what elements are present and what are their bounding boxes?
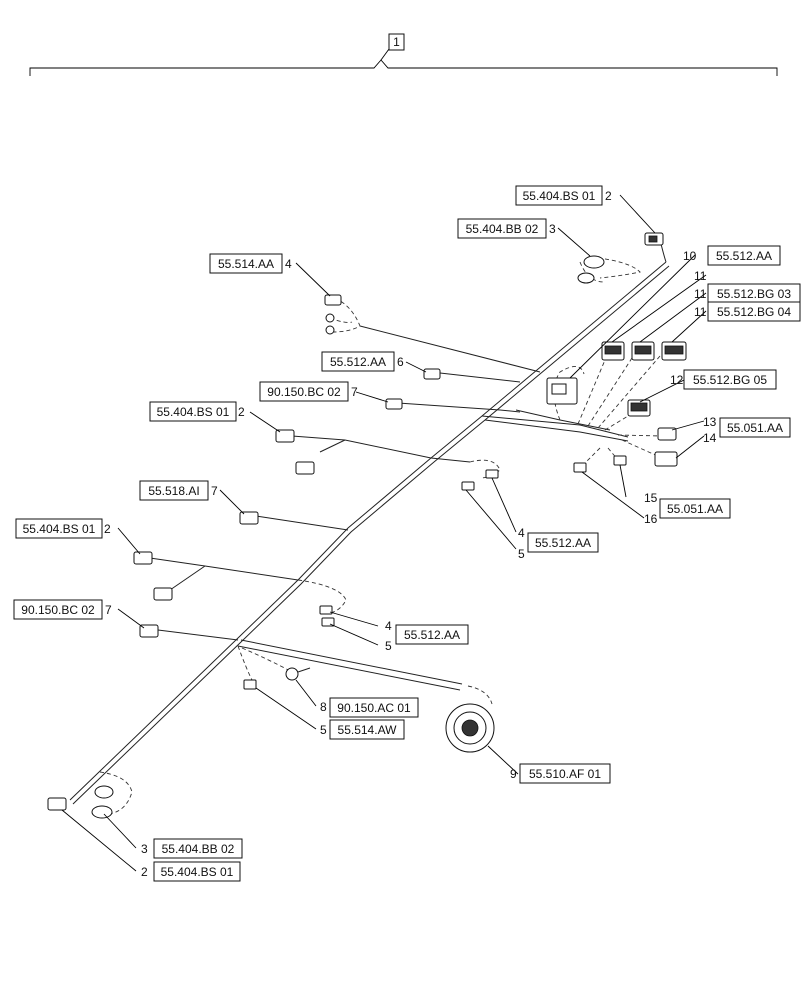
ref-55-512-aa-6: 55.512.AA <box>321 351 395 372</box>
ref-90-150-bc-02-upper: 90.150.BC 02 <box>259 381 349 402</box>
num-5-aw: 5 <box>320 723 327 737</box>
ref-55-404-bs-01-bottom: 55.404.BS 01 <box>153 861 241 882</box>
ref-55-518-ai: 55.518.AI <box>139 480 209 501</box>
num-4-low: 4 <box>385 619 392 633</box>
ref-55-512-aa-mid: 55.512.AA <box>527 532 599 553</box>
ref-55-512-bg-05: 55.512.BG 05 <box>683 369 777 390</box>
num-12: 12 <box>670 373 684 387</box>
num-14: 14 <box>703 431 717 445</box>
num-11-a: 11 <box>694 269 707 283</box>
num-5-mid: 5 <box>518 547 525 561</box>
ref-55-510-af-01: 55.510.AF 01 <box>519 763 611 784</box>
connectors <box>47 232 687 819</box>
num-9: 9 <box>510 767 517 781</box>
svg-text:55.404.BB 02: 55.404.BB 02 <box>162 842 235 856</box>
num-2-mid: 2 <box>238 405 245 419</box>
svg-text:55.404.BS 01: 55.404.BS 01 <box>161 865 234 879</box>
ref-55-514-aw: 55.514.AW <box>329 719 405 740</box>
svg-text:55.510.AF 01: 55.510.AF 01 <box>529 767 601 781</box>
svg-text:55.051.AA: 55.051.AA <box>727 421 783 435</box>
svg-text:55.051.AA: 55.051.AA <box>667 502 723 516</box>
num-3-top: 3 <box>549 222 556 236</box>
num-13: 13 <box>703 415 717 429</box>
svg-text:55.404.BS 01: 55.404.BS 01 <box>23 522 96 536</box>
num-5-low: 5 <box>385 639 392 653</box>
svg-text:55.512.AA: 55.512.AA <box>404 628 460 642</box>
ref-90-150-bc-02-lower: 90.150.BC 02 <box>13 599 103 620</box>
num-16: 16 <box>644 512 658 526</box>
ref-55-512-bg-03: 55.512.BG 03 <box>707 283 801 304</box>
num-3-bottom: 3 <box>141 842 148 856</box>
ref-55-512-bg-04: 55.512.BG 04 <box>707 301 801 322</box>
num-15: 15 <box>644 491 658 505</box>
svg-text:55.512.BG 04: 55.512.BG 04 <box>717 305 791 319</box>
num-8: 8 <box>320 700 327 714</box>
num-4-mid: 4 <box>518 526 525 540</box>
num-11-c: 11 <box>694 305 707 319</box>
svg-text:55.512.BG 03: 55.512.BG 03 <box>717 287 791 301</box>
num-7-upper: 7 <box>351 385 358 399</box>
ref-90-150-ac-01: 90.150.AC 01 <box>329 697 419 718</box>
leader-lines <box>61 194 707 872</box>
svg-text:55.404.BB 02: 55.404.BB 02 <box>466 222 539 236</box>
num-2-bottom: 2 <box>141 865 148 879</box>
ref-55-404-bb-02-bottom: 55.404.BB 02 <box>153 838 243 859</box>
ref-55-514-aa: 55.514.AA <box>209 253 283 274</box>
assembly-number: 1 <box>393 35 400 49</box>
svg-text:90.150.BC 02: 90.150.BC 02 <box>267 385 341 399</box>
ref-55-404-bs-01-mid: 55.404.BS 01 <box>149 401 237 422</box>
ref-55-404-bs-01-top: 55.404.BS 01 <box>515 185 603 206</box>
svg-text:55.512.BG 05: 55.512.BG 05 <box>693 373 767 387</box>
num-2-top: 2 <box>605 189 612 203</box>
num-10: 10 <box>683 249 697 263</box>
ref-labels: 55.404.BS 01 2 55.404.BB 02 3 55.514.AA … <box>13 185 801 882</box>
num-2-lower: 2 <box>104 522 111 536</box>
svg-text:55.514.AA: 55.514.AA <box>218 257 274 271</box>
svg-text:55.404.BS 01: 55.404.BS 01 <box>157 405 230 419</box>
svg-text:90.150.BC 02: 90.150.BC 02 <box>21 603 95 617</box>
ref-55-051-aa-13: 55.051.AA <box>719 417 791 438</box>
ref-55-512-aa-low: 55.512.AA <box>395 624 469 645</box>
svg-text:55.512.AA: 55.512.AA <box>535 536 591 550</box>
num-7-lower: 7 <box>105 603 112 617</box>
ref-55-051-aa-15: 55.051.AA <box>659 498 731 519</box>
svg-text:90.150.AC 01: 90.150.AC 01 <box>337 701 411 715</box>
ref-55-512-aa-10: 55.512.AA <box>707 245 781 266</box>
num-4-top: 4 <box>285 257 292 271</box>
svg-text:55.514.AW: 55.514.AW <box>338 723 398 737</box>
ref-55-404-bb-02-top: 55.404.BB 02 <box>457 218 547 239</box>
num-11-b: 11 <box>694 287 707 301</box>
svg-text:55.404.BS 01: 55.404.BS 01 <box>523 189 596 203</box>
svg-text:55.512.AA: 55.512.AA <box>716 249 772 263</box>
svg-text:55.512.AA: 55.512.AA <box>330 355 386 369</box>
ref-55-404-bs-01-lower: 55.404.BS 01 <box>15 518 103 539</box>
num-7-mid: 7 <box>211 484 218 498</box>
svg-text:55.518.AI: 55.518.AI <box>148 484 199 498</box>
assembly-bracket: 1 <box>29 33 778 76</box>
num-6: 6 <box>397 355 404 369</box>
